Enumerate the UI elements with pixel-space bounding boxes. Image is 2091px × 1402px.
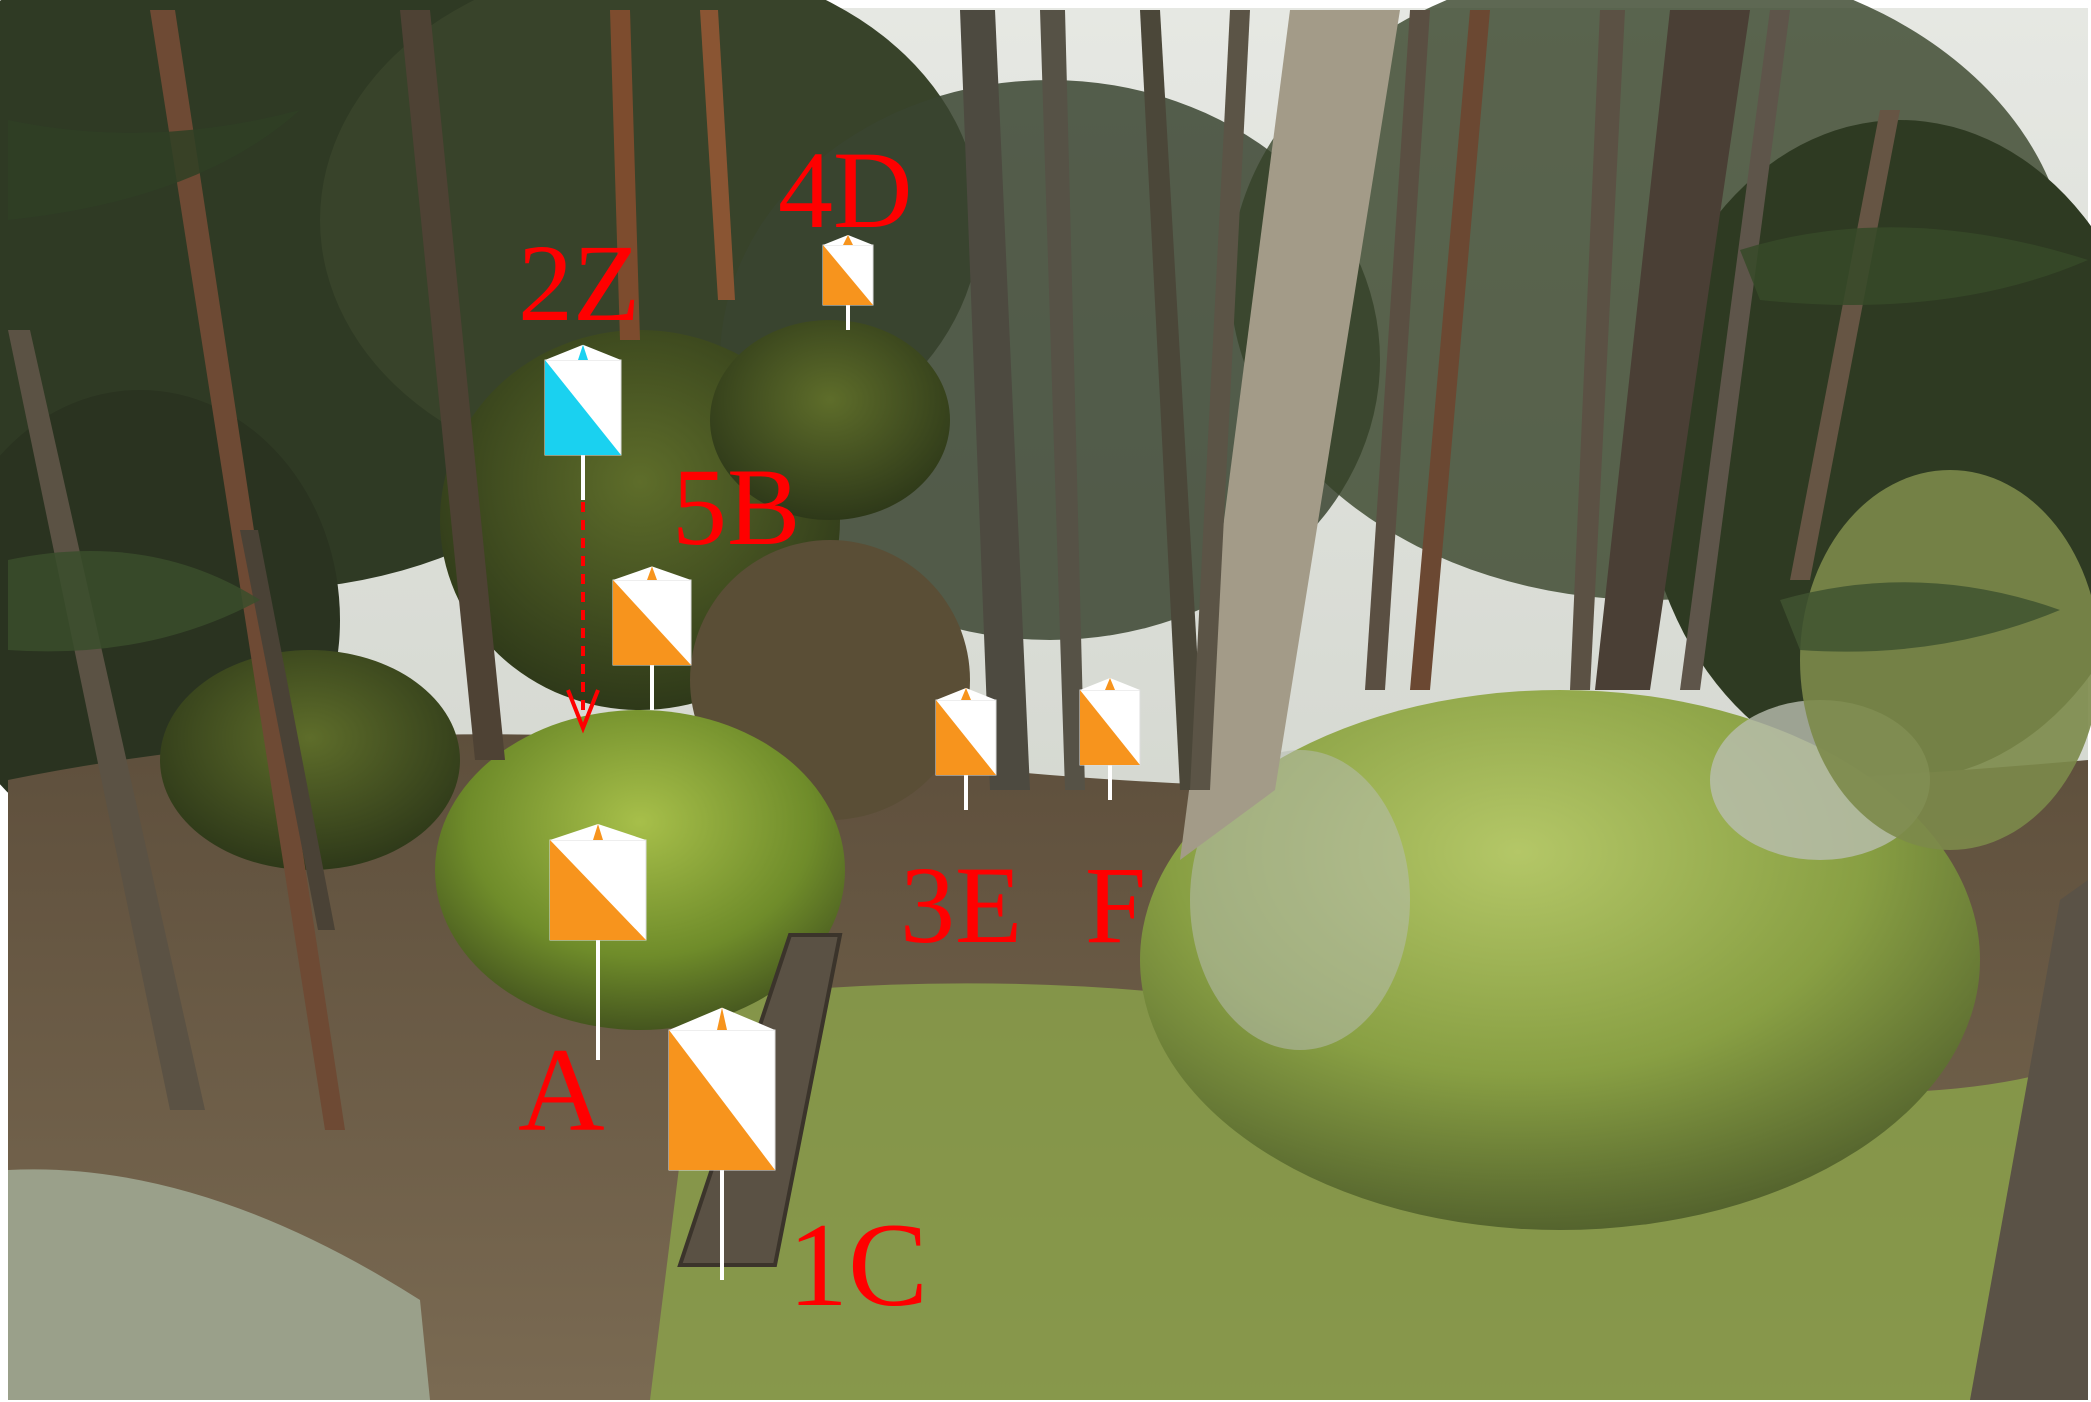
boulder-back-left bbox=[160, 650, 460, 870]
label-b: 5B bbox=[672, 446, 801, 568]
control-marker-f bbox=[1079, 678, 1141, 800]
marker-face-color bbox=[1080, 690, 1140, 765]
tree-trunks bbox=[8, 10, 2088, 1400]
control-marker-a bbox=[549, 824, 647, 1060]
marker-top-color bbox=[1105, 678, 1115, 690]
label-d: 4D bbox=[778, 129, 913, 251]
label-e: 3E bbox=[900, 844, 1023, 966]
control-marker-1c bbox=[668, 1007, 776, 1280]
marker-face-color bbox=[550, 840, 646, 940]
lichen-ground-left bbox=[8, 1169, 430, 1400]
marker-face-color bbox=[823, 245, 873, 305]
marker-face-color bbox=[613, 580, 691, 665]
boulder-right-edge bbox=[1800, 470, 2091, 850]
control-marker-4d bbox=[822, 235, 874, 330]
label-a: A bbox=[518, 1023, 605, 1156]
marker-face-color bbox=[936, 700, 996, 775]
marker-top-color bbox=[593, 824, 603, 840]
marker-face-color bbox=[669, 1030, 775, 1170]
boulder-top bbox=[710, 320, 950, 520]
marker-top-color bbox=[578, 344, 588, 360]
pale-dead-trunk bbox=[1180, 10, 1400, 860]
marker-top-color bbox=[961, 688, 971, 700]
control-marker-5b bbox=[612, 566, 692, 710]
marker-top-color bbox=[843, 235, 853, 245]
spruce-branches bbox=[8, 110, 2088, 652]
marker-top-color bbox=[647, 566, 657, 580]
marker-top-color bbox=[717, 1007, 727, 1030]
label-z: 2Z bbox=[518, 222, 641, 344]
label-c: 1C bbox=[788, 1198, 929, 1331]
dashed-arrow bbox=[566, 502, 600, 734]
control-marker-3e bbox=[935, 688, 997, 810]
label-f: F bbox=[1085, 844, 1147, 966]
control-marker-2z bbox=[544, 344, 622, 500]
marker-face-color bbox=[545, 360, 621, 455]
control-markers bbox=[544, 235, 1141, 1280]
